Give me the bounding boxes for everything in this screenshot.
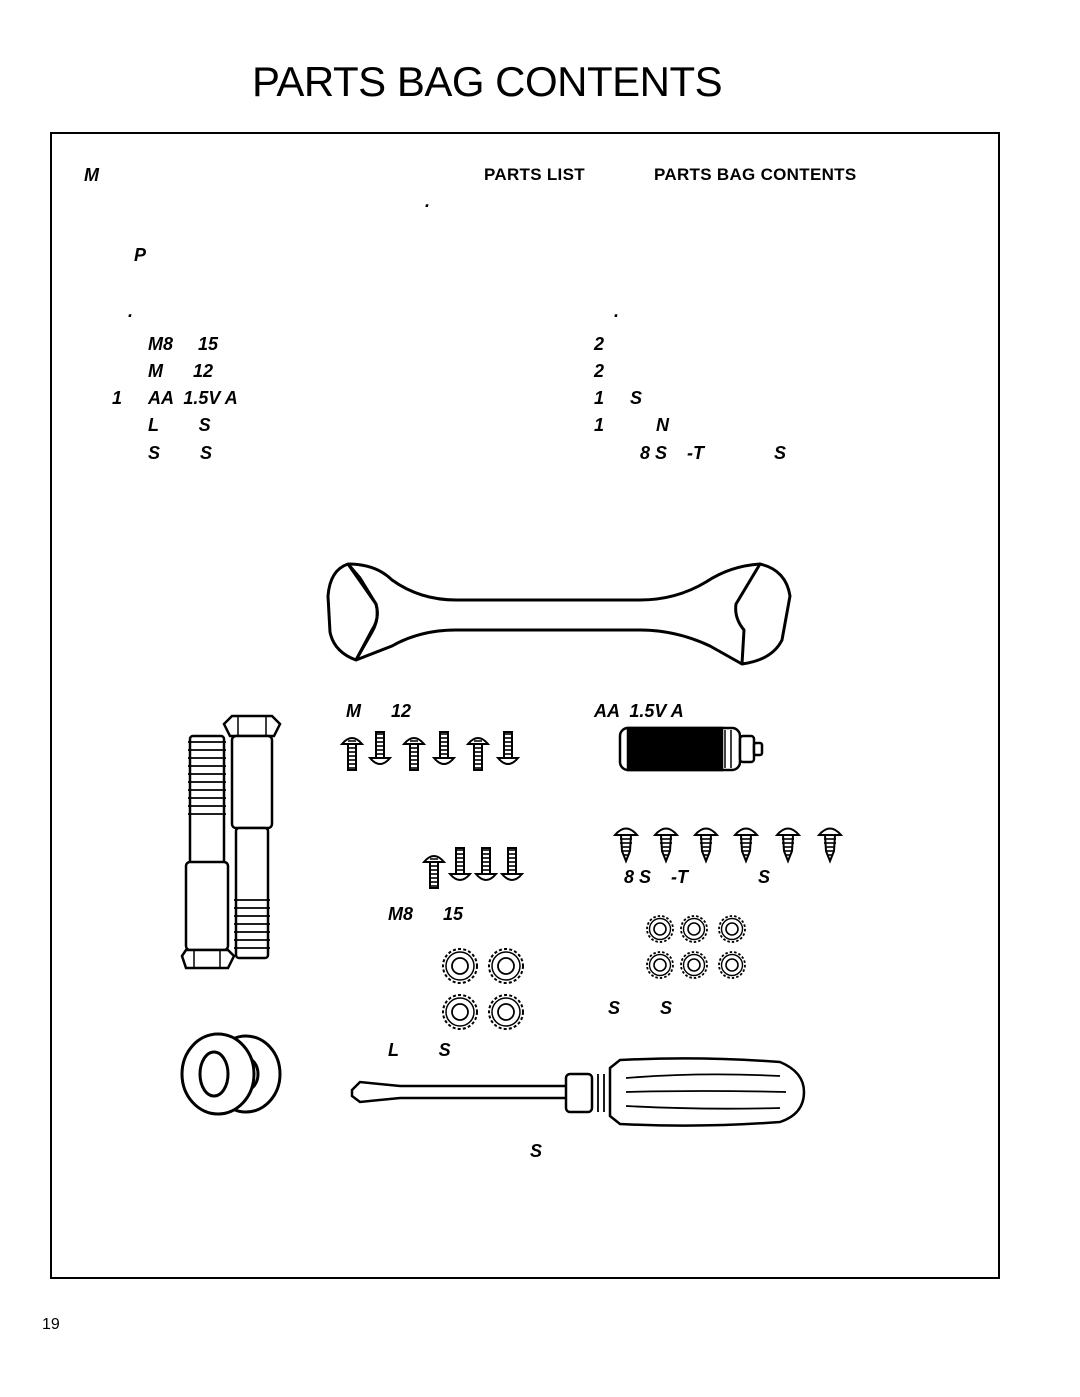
spacer-icon	[180, 1032, 282, 1116]
right-item-qty: 2	[594, 334, 605, 354]
intro-dot: .	[425, 191, 431, 211]
m8-screw-label: M8 15	[388, 904, 464, 924]
screwdriver-label: S	[530, 1141, 543, 1161]
right-item-name: N	[656, 415, 669, 435]
right-column-dot: .	[614, 301, 620, 321]
star-washer-icon	[646, 915, 746, 979]
left-item-name: M 12	[148, 361, 214, 381]
intro-text-start: M	[84, 165, 99, 185]
lock-washer-icon	[442, 948, 524, 1030]
wrench-icon	[326, 562, 792, 666]
left-column-dot: .	[128, 301, 134, 321]
battery-icon	[618, 726, 764, 772]
screwdriver-icon	[350, 1057, 806, 1127]
battery-label: AA 1.5V A	[594, 701, 684, 721]
lock-washer-label: L S	[388, 1040, 451, 1060]
self-tapping-screw-icon	[614, 827, 842, 862]
left-item-qty: 1	[112, 388, 123, 408]
section-heading-p: P	[134, 245, 147, 265]
left-item-name: M8 15	[148, 334, 219, 354]
left-item-name: AA 1.5V A	[148, 388, 238, 408]
screw-icon	[341, 731, 519, 771]
left-item-name: L S	[148, 415, 211, 435]
star-washer-label: S S	[608, 998, 673, 1018]
page-title: PARTS BAG CONTENTS	[252, 58, 723, 105]
right-item-qty: 2	[594, 361, 605, 381]
bolt-icon	[180, 734, 236, 970]
parts-frame	[50, 132, 1000, 1279]
right-item-name: 8 S -T S	[640, 443, 787, 463]
right-item-name: S	[630, 388, 643, 408]
right-item-qty: 1	[594, 415, 605, 435]
right-item-qty: 1	[594, 388, 605, 408]
page-number: 19	[42, 1316, 60, 1333]
screw-icon	[423, 847, 523, 889]
m12-screw-label: M 12	[346, 701, 412, 721]
self-tapping-screw-label: 8 S -T S	[624, 867, 771, 887]
left-item-name: S S	[148, 443, 213, 463]
parts-bag-contents-reference: PARTS BAG CONTENTS	[654, 165, 857, 184]
parts-list-reference: PARTS LIST	[484, 165, 585, 184]
bolt-icon	[222, 714, 282, 960]
